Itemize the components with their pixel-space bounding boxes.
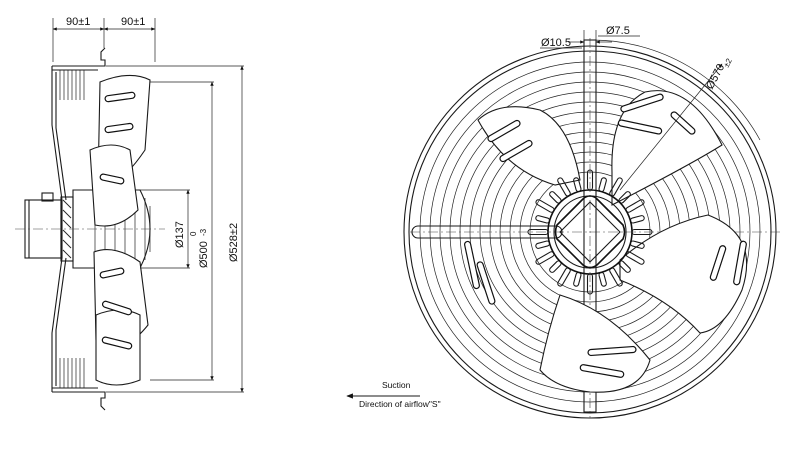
depth-right-label: 90±1 [121,16,145,28]
depth-left-label: 90±1 [66,16,90,28]
front-view: Ø10.5 Ø7.5 Ø570 ±2 [403,25,780,419]
hub-fin [535,251,555,265]
hub-fin [535,215,551,224]
hub-diameter-label: Ø137 [174,221,186,248]
hole-large-label: Ø10.5 [541,37,571,49]
hole-small-label: Ø7.5 [606,25,630,37]
blades-front [477,90,748,393]
side-diameter-dimensions: Ø137 Ø500 0 -3 Ø528±2 [106,65,244,393]
outer-diameter-label: Ø500 [198,241,210,268]
guard-diameter-label: Ø528±2 [228,223,240,262]
hub-fin [625,199,645,213]
outer-tol-top: 0 [189,231,198,236]
hub-front [547,189,633,275]
bolt-circle-arc [589,39,761,141]
hub-fin [629,215,645,224]
hub-fin [535,240,551,249]
hub-fin [535,199,555,213]
blade-slots-front [464,93,747,378]
hub-fin [598,177,607,193]
hole-dimensions: Ø10.5 Ø7.5 [540,25,640,52]
airflow-indicator: Suction Direction of airflow"S" [346,380,441,409]
guard-horizontal-bar [411,225,563,239]
outer-tol-bottom: -3 [199,228,208,236]
suction-label: Suction [382,380,411,390]
hub-fin [598,271,607,287]
hub-fin [573,271,582,287]
side-view: 90±1 90±1 [15,16,244,411]
depth-dimension: 90±1 90±1 [52,16,156,62]
guard-frame-side [51,47,106,411]
airflow-direction-label: Direction of airflow"S" [359,399,441,409]
hub-fin [557,267,571,287]
blades-side [89,74,151,386]
